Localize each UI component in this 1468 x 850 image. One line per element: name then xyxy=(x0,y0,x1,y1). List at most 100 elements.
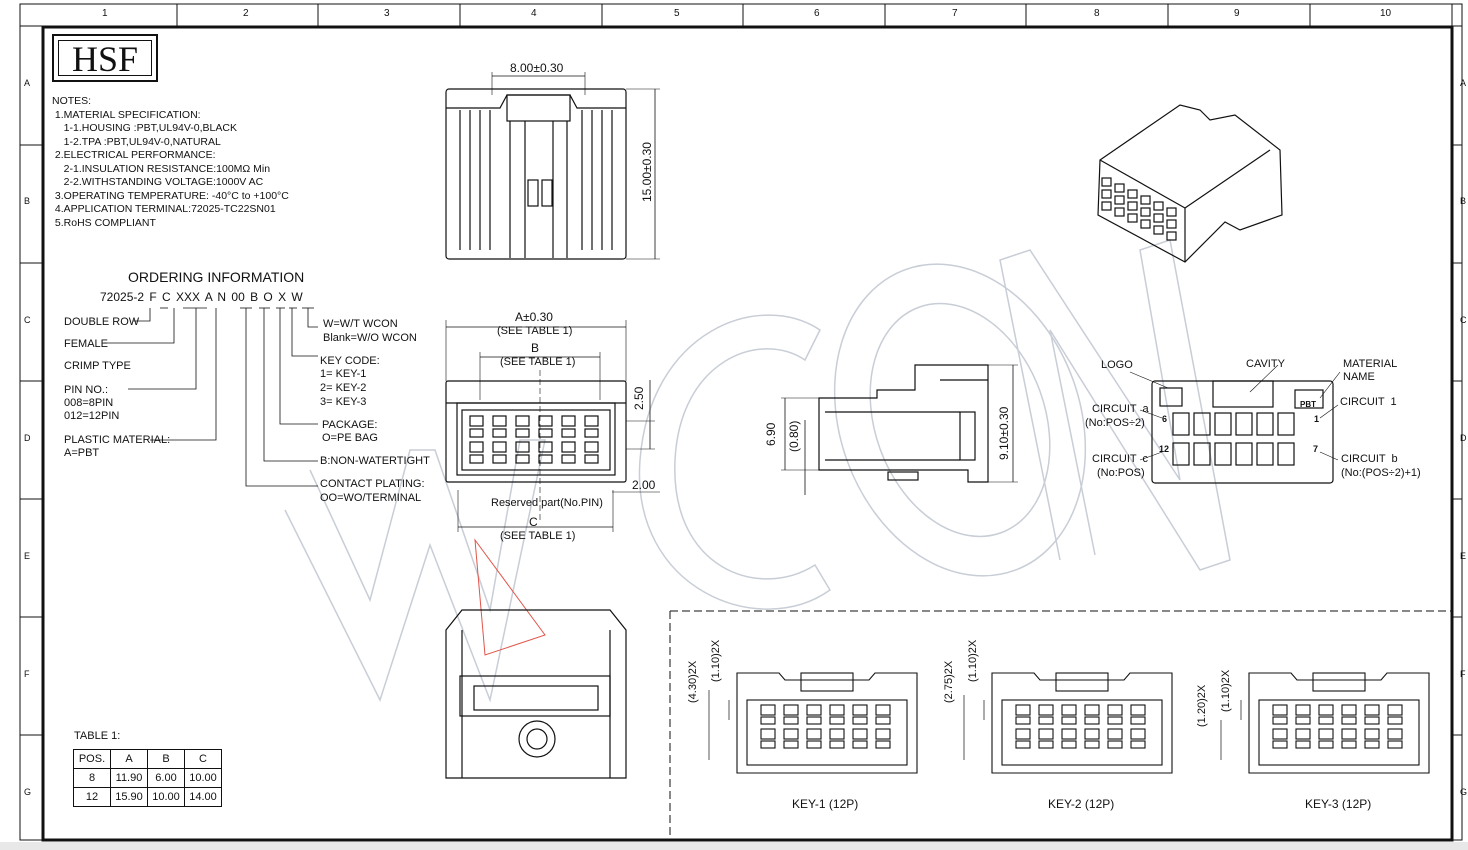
key-cell-lower xyxy=(1061,740,1077,749)
iso-cell xyxy=(1140,195,1151,205)
row-ticks xyxy=(20,144,1462,736)
iso-cell xyxy=(1114,183,1125,193)
key-cell xyxy=(1107,728,1123,740)
key-slot xyxy=(800,672,854,692)
front-cell xyxy=(492,415,507,427)
key-outline xyxy=(991,672,1173,774)
dim-b: B xyxy=(531,341,540,355)
key-cell-lower xyxy=(760,716,776,725)
column-label: 3 xyxy=(384,8,390,19)
note-line: 5.RoHS COMPLIANT xyxy=(52,216,156,229)
iso-cell xyxy=(1114,207,1125,217)
key-cell xyxy=(852,728,868,740)
face-pos-12: 12 xyxy=(1159,444,1170,454)
key-cell-lower xyxy=(1387,740,1403,749)
face-cell xyxy=(1172,442,1190,466)
face-cell xyxy=(1214,442,1232,466)
key-cell-lower xyxy=(875,716,891,725)
company-logo: HSF xyxy=(52,34,158,82)
table-cell: 10.00 xyxy=(184,768,222,788)
callout-cavity: CAVITY xyxy=(1246,358,1285,370)
table-row: 12 15.90 10.00 14.00 xyxy=(73,787,222,807)
row-label: C xyxy=(24,315,31,325)
face-cell xyxy=(1193,412,1211,436)
callout-circuit-a2: (No:POS÷2) xyxy=(1085,417,1145,429)
face-view xyxy=(1129,364,1341,484)
key-cell xyxy=(1364,704,1380,716)
note-line: 1-1.HOUSING :PBT,UL94V-0,BLACK xyxy=(52,122,237,134)
table-header: B xyxy=(147,749,185,769)
ordering-code: 72025-2 F C XXX A N 00 B O X W xyxy=(100,290,303,304)
column-label: 6 xyxy=(814,8,820,19)
key-cell-lower xyxy=(852,716,868,725)
iso-cell xyxy=(1101,189,1112,199)
front-cell xyxy=(492,441,507,453)
face-cell xyxy=(1193,442,1211,466)
label-plastic: PLASTIC MATERIAL: xyxy=(64,434,171,446)
key-cell xyxy=(1364,728,1380,740)
key-cell xyxy=(1387,728,1403,740)
note-line: 4.APPLICATION TERMINAL:72025-TC22SN01 xyxy=(52,203,276,215)
label-key1: 1= KEY-1 xyxy=(320,368,367,380)
dim-200: 2.00 xyxy=(632,478,656,492)
front-cell xyxy=(561,415,576,427)
key-cell-lower xyxy=(1107,716,1123,725)
key-cell xyxy=(829,728,845,740)
label-pin-no: PIN NO.: xyxy=(64,384,109,396)
row-label: E xyxy=(1460,551,1467,561)
table-cell: 15.90 xyxy=(110,787,148,807)
key-cell xyxy=(1084,728,1100,740)
dim-a: A±0.30 xyxy=(515,310,553,324)
front-cell-lower xyxy=(515,428,530,438)
callout-logo: LOGO xyxy=(1101,359,1133,371)
watermark-wcon xyxy=(284,239,1231,703)
key-cell xyxy=(1015,704,1031,716)
key-cell-lower xyxy=(1364,716,1380,725)
face-cell xyxy=(1256,412,1274,436)
iso-cell xyxy=(1114,195,1125,205)
key-cell-lower xyxy=(1295,716,1311,725)
iso-cell xyxy=(1153,225,1164,235)
key3-dim1: (1.20)2X xyxy=(1196,684,1208,727)
row-label: B xyxy=(24,196,31,206)
face-cell xyxy=(1235,442,1253,466)
label-plating: CONTACT PLATING: xyxy=(320,478,425,490)
key-cell xyxy=(1015,728,1031,740)
iso-cell xyxy=(1101,201,1112,211)
row-label: F xyxy=(1460,669,1466,679)
row-label: D xyxy=(1460,433,1467,443)
front-cell xyxy=(584,415,599,427)
key3-label: KEY-3 (12P) xyxy=(1305,797,1372,811)
dim-reserved: Reserved part(No.PIN) xyxy=(491,497,603,509)
table-cell: 14.00 xyxy=(184,787,222,807)
key-inner xyxy=(1258,699,1420,766)
key1-dim1: (4.30)2X xyxy=(687,660,699,703)
key-views xyxy=(708,672,1430,774)
label-plastic-val: A=PBT xyxy=(64,447,100,459)
column-label: 1 xyxy=(102,8,108,19)
column-label: 8 xyxy=(1094,8,1100,19)
top-view xyxy=(445,72,660,260)
key-cell-lower xyxy=(1341,740,1357,749)
callout-circuit-1: CIRCUIT 1 xyxy=(1340,396,1397,408)
key-cell-lower xyxy=(783,716,799,725)
label-wcon2: Blank=W/O WCON xyxy=(323,332,417,344)
accent-triangle xyxy=(474,538,546,656)
key2-dim1: (2.75)2X xyxy=(943,660,955,703)
dim-080: (0.80) xyxy=(787,420,801,452)
key-cell-lower xyxy=(1318,740,1334,749)
key-cell xyxy=(783,728,799,740)
label-key-code: KEY CODE: xyxy=(320,355,380,367)
iso-cell xyxy=(1166,219,1177,229)
key-cell xyxy=(1130,728,1146,740)
row-label: D xyxy=(24,433,31,443)
key-cell-lower xyxy=(806,716,822,725)
key-cell-lower xyxy=(1387,716,1403,725)
dim-250: 2.50 xyxy=(632,386,646,410)
callout-circuit-b: CIRCUIT b xyxy=(1341,453,1398,465)
iso-cells xyxy=(1101,177,1177,241)
column-ticks xyxy=(176,4,1311,26)
key-cell-lower xyxy=(1341,716,1357,725)
dim-see-table-c: (SEE TABLE 1) xyxy=(500,530,576,542)
